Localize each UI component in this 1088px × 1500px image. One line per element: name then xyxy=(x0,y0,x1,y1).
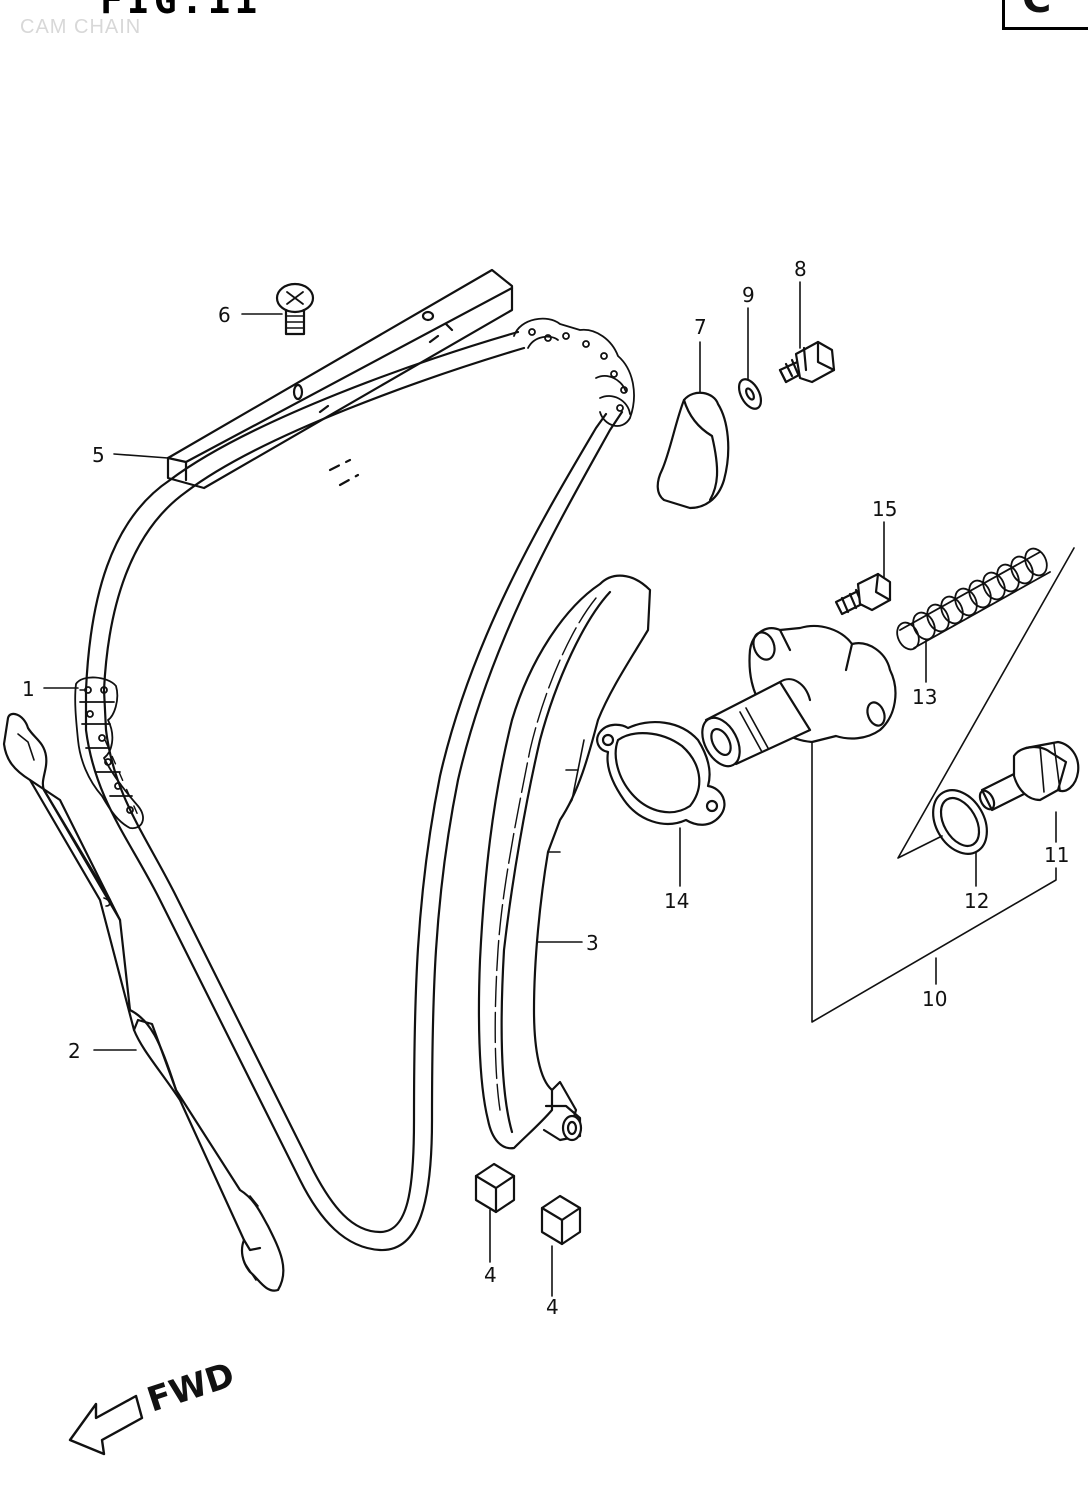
forward-arrow-icon xyxy=(68,1394,144,1456)
fwd-label: FWD xyxy=(142,1355,239,1421)
front-chain-guide-3 xyxy=(477,574,652,1150)
bolt-6 xyxy=(275,282,315,336)
washer-9 xyxy=(737,378,763,410)
corner-code-box xyxy=(1002,0,1088,30)
tensioner-guide-2 xyxy=(2,712,285,1292)
corner-code: C xyxy=(1022,0,1051,22)
callout-7: 7 xyxy=(694,315,707,339)
callout-15: 15 xyxy=(872,497,897,521)
upper-chain-guide xyxy=(166,268,514,490)
tensioner-body-10 xyxy=(701,624,897,768)
callout-numbers: 1 2 3 4 4 5 6 7 8 9 10 11 12 13 14 15 xyxy=(22,257,1069,1319)
callout-6: 6 xyxy=(218,303,231,327)
callout-4b: 4 xyxy=(546,1295,559,1319)
tensioner-spring-13 xyxy=(896,547,1051,651)
figure-label: FIG.11 xyxy=(100,0,262,22)
callout-5: 5 xyxy=(92,443,105,467)
figure-title: CAM CHAIN xyxy=(20,16,142,38)
flange-bolt-8 xyxy=(778,340,836,384)
callout-4a: 4 xyxy=(484,1263,497,1287)
damper-4b xyxy=(540,1194,582,1246)
callout-9: 9 xyxy=(742,283,755,307)
callout-12: 12 xyxy=(964,889,989,913)
cap-bolt-11 xyxy=(978,740,1080,812)
gasket-14 xyxy=(596,721,726,826)
callout-2: 2 xyxy=(68,1039,81,1063)
callout-11: 11 xyxy=(1044,843,1069,867)
callout-8: 8 xyxy=(794,257,807,281)
callout-10: 10 xyxy=(922,987,947,1011)
callout-14: 14 xyxy=(664,889,689,913)
bolt-15 xyxy=(834,572,892,616)
cam-chain xyxy=(74,317,635,1252)
damper-4a xyxy=(474,1162,516,1214)
callout-13: 13 xyxy=(912,685,937,709)
guide-pad-7 xyxy=(656,391,730,510)
o-ring-12 xyxy=(932,789,988,855)
callout-1: 1 xyxy=(22,677,35,701)
callout-3: 3 xyxy=(586,931,599,955)
callout-leaders xyxy=(43,281,1075,1297)
